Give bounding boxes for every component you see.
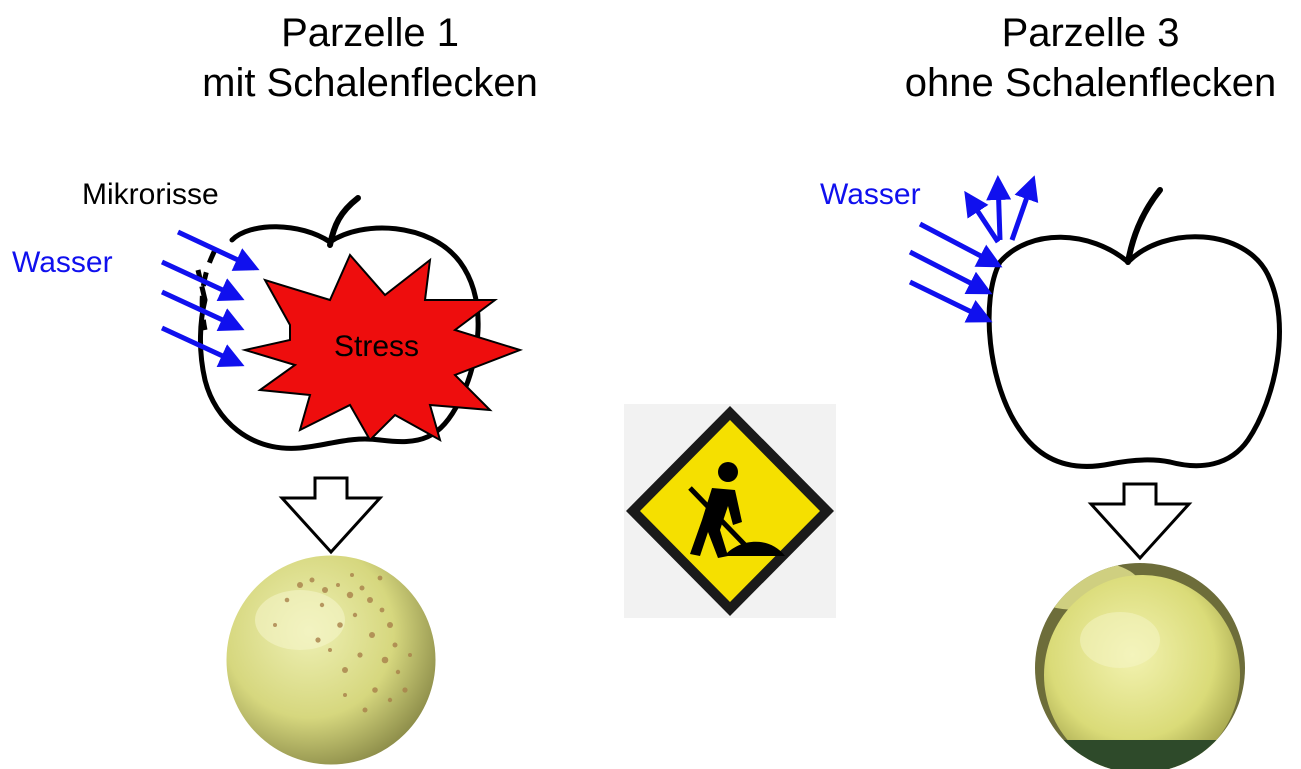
label-water-left: Wasser <box>12 246 113 280</box>
left-water-arrows <box>162 232 255 364</box>
label-microcracks: Mikrorisse <box>82 178 219 212</box>
left-down-arrow-icon <box>282 478 380 552</box>
right-down-arrow-icon <box>1091 484 1189 558</box>
construction-worker-sign-icon <box>624 404 836 618</box>
water-arrow-1 <box>178 232 255 268</box>
left-apple-stem <box>330 198 358 245</box>
right-apple-outline <box>989 190 1279 466</box>
label-water-right: Wasser <box>820 178 921 212</box>
right-apple-photo <box>1020 560 1260 769</box>
right-water-arrows-in <box>910 224 998 320</box>
left-apple-photo <box>220 550 450 769</box>
right-water-arrows-out <box>967 180 1033 242</box>
label-stress: Stress <box>334 330 419 364</box>
